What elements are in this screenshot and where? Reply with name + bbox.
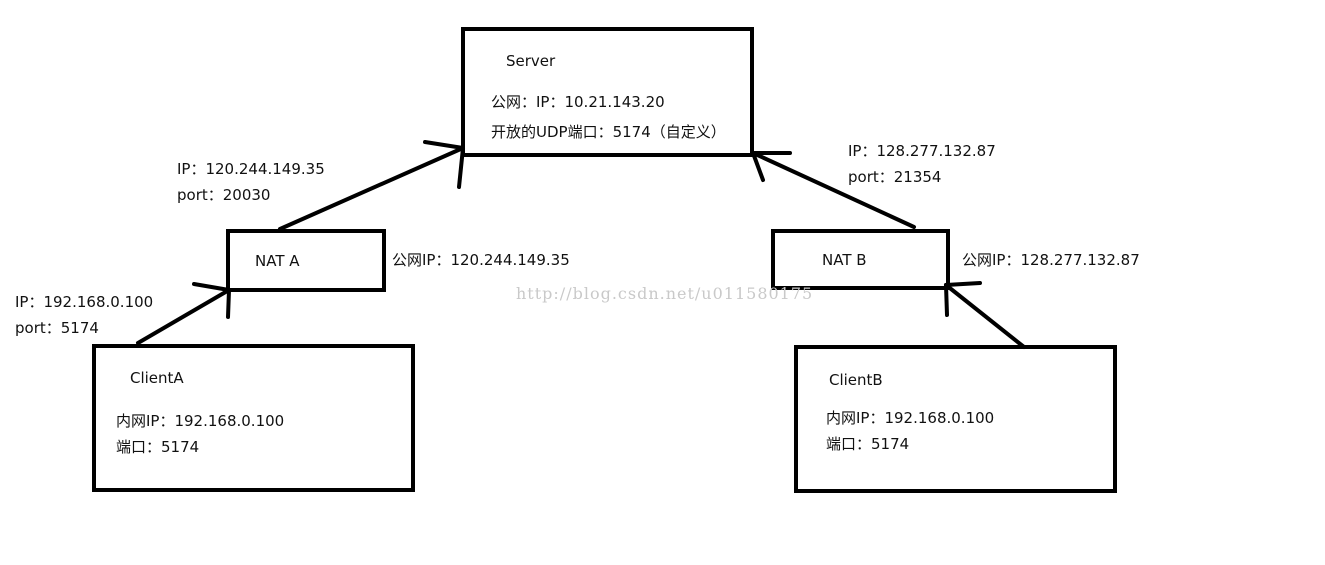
- nat-a-title: NAT A: [255, 252, 300, 270]
- client-a-outgoing-port: port：5174: [15, 319, 99, 337]
- server-title: Server: [506, 52, 556, 70]
- client-b-lan-ip: 内网IP：192.168.0.100: [826, 409, 995, 427]
- nat-a-public-ip: 公网IP：120.244.149.35: [392, 251, 570, 269]
- arrowhead-client-a-nat-a-top: [192, 282, 231, 292]
- arrow-nat-a-to-server: [278, 146, 465, 231]
- client-a-box: [92, 344, 415, 492]
- client-a-title: ClientA: [130, 369, 184, 387]
- arrow-client-b-to-nat-b: [944, 283, 1026, 349]
- client-a-port: 端口：5174: [116, 438, 200, 456]
- arrowhead-client-b-nat-b-top: [944, 281, 982, 287]
- nat-b-public-ip: 公网IP：128.277.132.87: [962, 251, 1140, 269]
- arrowhead-client-a-nat-a-bottom: [226, 288, 231, 319]
- arrowhead-client-b-nat-b-bottom: [944, 283, 949, 317]
- client-a-lan-ip: 内网IP：192.168.0.100: [116, 412, 285, 430]
- arrowhead-nat-b-server-bottom: [751, 151, 765, 182]
- nat-a-mapped-port: port：20030: [177, 186, 271, 204]
- nat-a-mapped-ip: IP：120.244.149.35: [177, 160, 325, 178]
- server-udp-port: 开放的UDP端口：5174（自定义）: [491, 123, 726, 141]
- nat-b-mapped-port: port：21354: [848, 168, 942, 186]
- client-b-title: ClientB: [829, 371, 883, 389]
- watermark-text: http://blog.csdn.net/u011580175: [516, 284, 814, 303]
- client-b-box: [794, 345, 1117, 493]
- server-box: [461, 27, 754, 157]
- nat-b-title: NAT B: [822, 251, 867, 269]
- nat-a-box: [226, 229, 386, 292]
- client-b-port: 端口：5174: [826, 435, 910, 453]
- nat-b-mapped-ip: IP：128.277.132.87: [848, 142, 996, 160]
- server-public-ip: 公网：IP：10.21.143.20: [491, 93, 665, 111]
- client-a-outgoing-ip: IP：192.168.0.100: [15, 293, 154, 311]
- arrowhead-nat-a-server-top: [423, 140, 465, 150]
- arrow-client-a-to-nat-a: [136, 288, 231, 345]
- arrow-nat-b-to-server: [751, 151, 916, 229]
- nat-b-box: [771, 229, 950, 290]
